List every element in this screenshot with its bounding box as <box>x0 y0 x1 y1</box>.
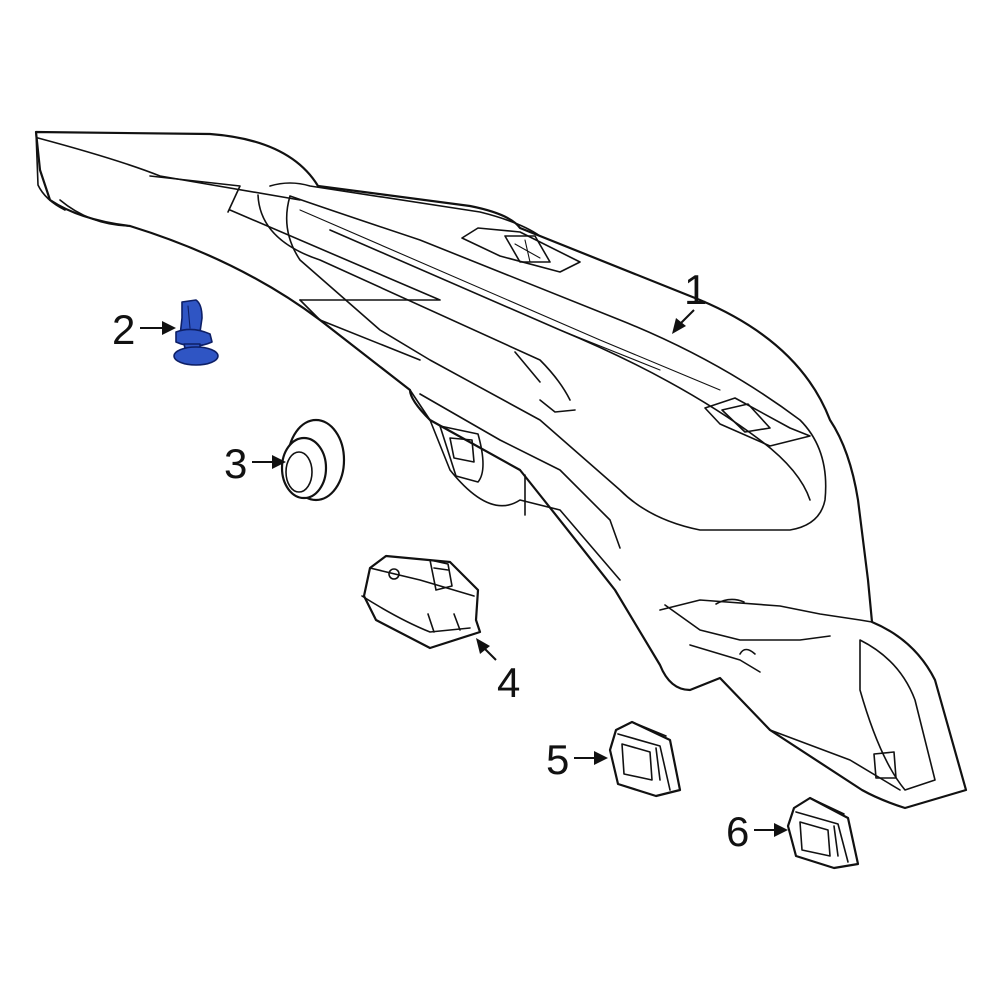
clip-6-icon <box>786 796 860 870</box>
callout-6-label: 6 <box>726 808 749 855</box>
callout-1: 1 <box>672 266 707 334</box>
push-pin-clip-icon <box>173 299 219 366</box>
callout-4-label: 4 <box>497 659 520 706</box>
callout-5: 5 <box>546 736 608 783</box>
callout-6: 6 <box>726 808 788 855</box>
callout-1-label: 1 <box>684 266 707 313</box>
callout-5-label: 5 <box>546 736 569 783</box>
callout-2: 2 <box>112 306 176 353</box>
liftgate-trim-panel <box>34 130 968 810</box>
grommet-icon <box>280 418 346 502</box>
callout-4: 4 <box>476 638 520 706</box>
callout-3-label: 3 <box>224 440 247 487</box>
clip-5-icon <box>608 720 682 798</box>
callout-3: 3 <box>224 440 286 487</box>
callout-2-label: 2 <box>112 306 135 353</box>
lamp-housing-icon <box>361 554 482 650</box>
